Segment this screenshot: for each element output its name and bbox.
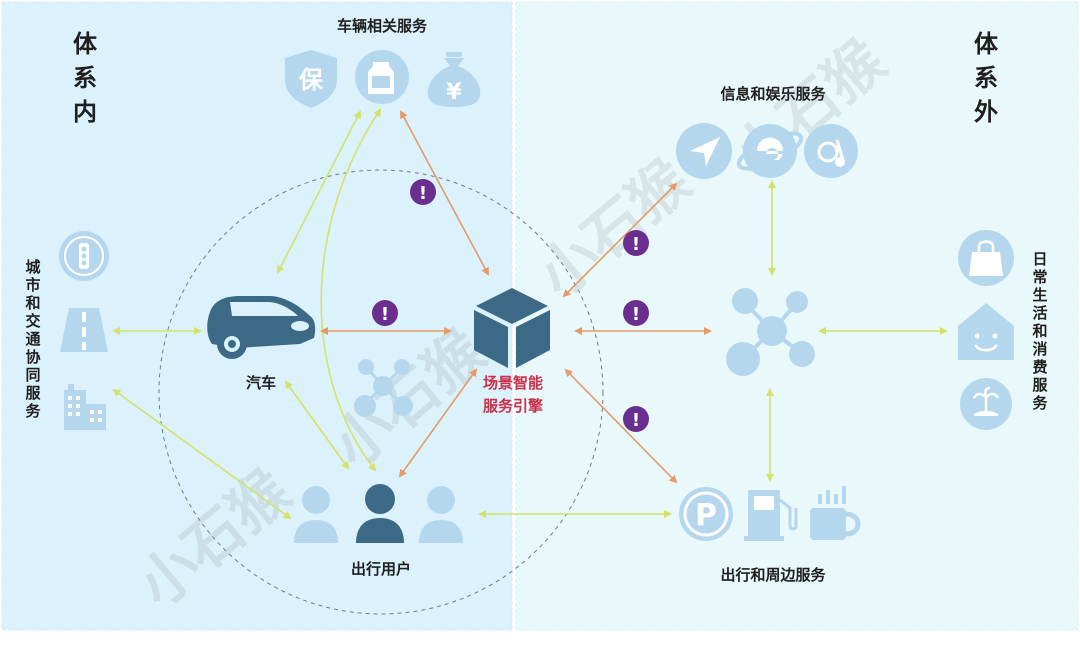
money-bag-icon: ¥ xyxy=(427,52,481,107)
city-traffic-char: 市 xyxy=(25,276,40,294)
right-title-char: 外 xyxy=(974,98,998,126)
daily-life-char: 消 xyxy=(1032,340,1047,358)
city-traffic-label: 城 市 和 交 通 协 同 服 务 xyxy=(25,258,41,420)
city-traffic-char: 和 xyxy=(25,294,40,312)
city-buildings-icon xyxy=(64,384,106,430)
left-title-char: 体 xyxy=(73,30,98,58)
svg-text:!: ! xyxy=(381,304,389,325)
right-title-char: 体 xyxy=(974,30,999,58)
vehicle-services-label: 车辆相关服务 xyxy=(337,17,428,35)
arrow-city-users xyxy=(112,388,292,520)
info-entertainment-label: 信息和娱乐服务 xyxy=(720,85,826,103)
users-icon xyxy=(294,484,463,543)
engine-cube-icon xyxy=(474,288,550,368)
daily-life-char: 和 xyxy=(1032,322,1047,340)
daily-life-char: 服 xyxy=(1032,376,1048,394)
music-icon xyxy=(804,124,858,178)
arrow-users-engine xyxy=(398,368,478,478)
arrow-car-users xyxy=(284,380,350,470)
arrow-users-vehicle-services xyxy=(320,108,382,472)
city-traffic-char: 城 xyxy=(25,258,40,276)
traffic-light-icon xyxy=(59,231,109,281)
city-traffic-char: 协 xyxy=(25,348,40,366)
warning-markers: ! ! ! ! ! xyxy=(372,179,649,432)
hub-network-icon xyxy=(726,288,815,376)
travel-nearby-label: 出行和周边服务 xyxy=(720,566,826,584)
left-title-char: 系 xyxy=(73,64,97,92)
beach-icon xyxy=(960,378,1012,430)
left-title-char: 内 xyxy=(73,98,97,126)
right-title-char: 系 xyxy=(974,64,998,92)
city-traffic-char: 服 xyxy=(25,384,41,402)
svg-text:保: 保 xyxy=(298,66,324,94)
daily-life-label: 日 常 生 活 和 消 费 服 务 xyxy=(1032,250,1048,412)
travel-users-label: 出行用户 xyxy=(351,560,411,578)
inner-network-icon xyxy=(354,359,413,417)
svg-text:!: ! xyxy=(632,304,640,325)
connections xyxy=(112,108,948,520)
city-traffic-char: 务 xyxy=(25,402,41,420)
engine-label-line2: 服务引擎 xyxy=(483,397,543,415)
arrow-engine-info xyxy=(562,182,678,298)
shopping-bag-icon xyxy=(958,230,1014,286)
oil-bottle-icon xyxy=(355,50,409,104)
fuel-station-icon xyxy=(744,490,798,541)
city-traffic-char: 交 xyxy=(25,312,40,330)
svg-text:!: ! xyxy=(419,183,427,204)
coffee-cup-icon xyxy=(810,486,861,540)
warning-icon: ! xyxy=(410,179,436,205)
svg-text:¥: ¥ xyxy=(446,80,462,105)
daily-life-char: 务 xyxy=(1032,394,1048,412)
arrow-vehicle-services-engine xyxy=(400,110,489,276)
daily-life-char: 日 xyxy=(1032,250,1047,268)
home-icon xyxy=(958,303,1014,360)
city-traffic-char: 通 xyxy=(25,330,40,348)
road-icon xyxy=(60,308,108,352)
left-region-title: 体 系 内 xyxy=(73,30,98,126)
daily-life-char: 活 xyxy=(1032,304,1047,322)
shield-insurance-icon: 保 xyxy=(285,50,337,108)
arrow-car-vehicle-services xyxy=(277,110,361,274)
svg-text:!: ! xyxy=(632,410,640,431)
warning-icon: ! xyxy=(372,300,398,326)
warning-icon: ! xyxy=(623,406,649,432)
daily-life-char: 生 xyxy=(1032,286,1047,304)
engine-label-line1: 场景智能 xyxy=(483,374,543,392)
svg-text:P: P xyxy=(695,498,717,533)
daily-life-char: 费 xyxy=(1032,358,1047,376)
warning-icon: ! xyxy=(623,300,649,326)
right-region-title: 体 系 外 xyxy=(974,30,999,126)
city-traffic-char: 同 xyxy=(25,366,40,384)
browser-icon xyxy=(736,124,804,178)
parking-icon: P xyxy=(679,487,733,541)
svg-text:!: ! xyxy=(632,234,640,255)
arrow-engine-travel-nearby xyxy=(564,368,678,484)
warning-icon: ! xyxy=(623,230,649,256)
car-label: 汽车 xyxy=(246,374,276,392)
daily-life-char: 常 xyxy=(1032,268,1047,286)
navigation-icon xyxy=(676,123,732,179)
car-icon xyxy=(207,296,316,359)
